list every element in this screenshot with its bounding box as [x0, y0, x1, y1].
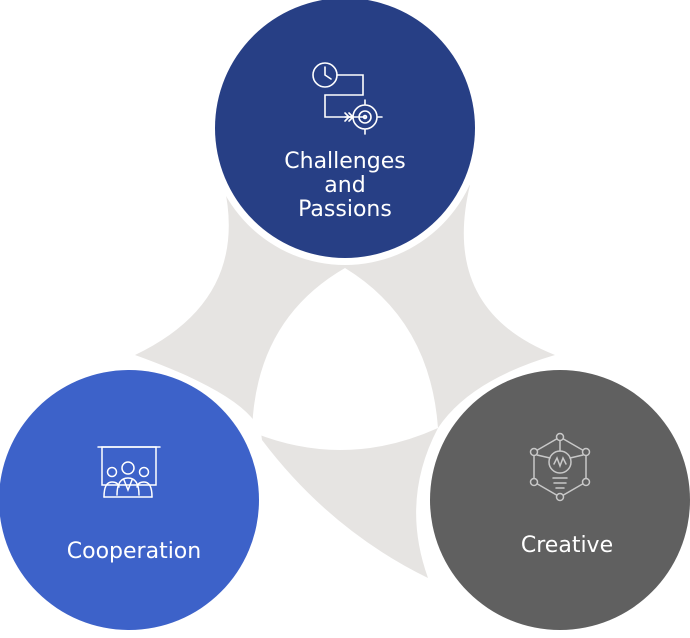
node-left	[0, 363, 266, 637]
top-node-label-line-1: Challenges	[284, 149, 406, 174]
node-top-circle	[215, 0, 475, 258]
lightbulb-network-icon	[529, 432, 591, 502]
top-node-label: Challenges and Passions	[255, 150, 435, 222]
node-top	[208, 0, 482, 265]
left-node-label: Cooperation	[66, 539, 202, 564]
team-presentation-icon	[97, 446, 161, 498]
top-node-label-line-3: Passions	[298, 197, 392, 222]
connector-center-cutout	[252, 268, 438, 451]
node-right	[423, 363, 690, 637]
right-node-label: Creative	[520, 533, 614, 558]
clock-target-icon	[312, 62, 383, 135]
node-left-circle	[0, 370, 259, 630]
top-node-label-line-2: and	[324, 173, 366, 198]
